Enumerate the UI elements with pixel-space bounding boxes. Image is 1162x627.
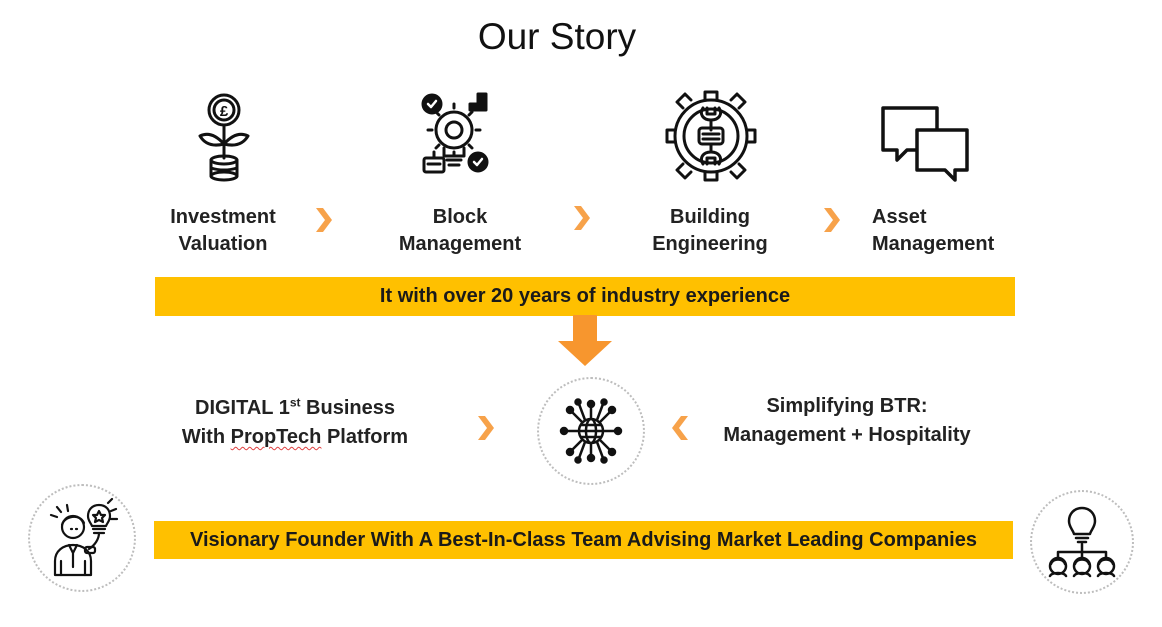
chat-bubbles-icon bbox=[875, 96, 975, 196]
founder-idea-circle bbox=[28, 484, 136, 592]
btr-line2: Management + Hospitality bbox=[723, 424, 971, 446]
digital-first-text: DIGITAL 1st Business With PropTech Platf… bbox=[170, 394, 420, 452]
network-globe-circle bbox=[537, 377, 645, 485]
network-globe-icon bbox=[559, 398, 623, 464]
gear-wrench-icon bbox=[661, 86, 761, 186]
experience-banner: It with over 20 years of industry experi… bbox=[155, 277, 1015, 316]
chevron-left-icon bbox=[669, 414, 691, 442]
step-label-line2: Management bbox=[872, 233, 995, 255]
digital-first-line1: DIGITAL 1st Business bbox=[195, 395, 395, 419]
step-label-line2: Engineering bbox=[652, 233, 768, 255]
step-label-line1: Asset bbox=[872, 206, 927, 228]
step-label-investment: Investment Valuation bbox=[165, 204, 281, 258]
lightbulb-gear-icon bbox=[408, 88, 508, 188]
step-label-block: Block Management bbox=[395, 204, 525, 258]
team-hierarchy-circle bbox=[1030, 490, 1134, 594]
step-label-building: Building Engineering bbox=[652, 204, 768, 258]
step-label-line1: Investment bbox=[170, 206, 276, 228]
chevron-right-icon bbox=[313, 206, 335, 234]
money-plant-icon: £ bbox=[174, 88, 274, 188]
chevron-right-icon bbox=[821, 206, 843, 234]
step-label-line2: Management bbox=[398, 233, 522, 255]
btr-text: Simplifying BTR: Management + Hospitalit… bbox=[712, 392, 982, 450]
down-arrow-icon bbox=[557, 315, 613, 367]
page-title: Our Story bbox=[477, 16, 637, 57]
step-label-line1: Block bbox=[432, 206, 488, 228]
team-hierarchy-icon bbox=[1048, 506, 1116, 578]
digital-first-line2: With PropTech Platform bbox=[181, 426, 409, 448]
founder-banner: Visionary Founder With A Best-In-Class T… bbox=[154, 521, 1013, 559]
step-label-asset: Asset Management bbox=[872, 204, 1002, 258]
step-label-line2: Valuation bbox=[178, 233, 268, 255]
svg-text:£: £ bbox=[220, 103, 229, 120]
btr-line1: Simplifying BTR: bbox=[766, 395, 928, 417]
spellcheck-word: PropTech bbox=[230, 426, 322, 448]
founder-idea-icon bbox=[49, 497, 119, 577]
chevron-right-icon bbox=[571, 204, 593, 232]
chevron-right-icon bbox=[475, 414, 497, 442]
step-label-line1: Building bbox=[670, 206, 750, 228]
